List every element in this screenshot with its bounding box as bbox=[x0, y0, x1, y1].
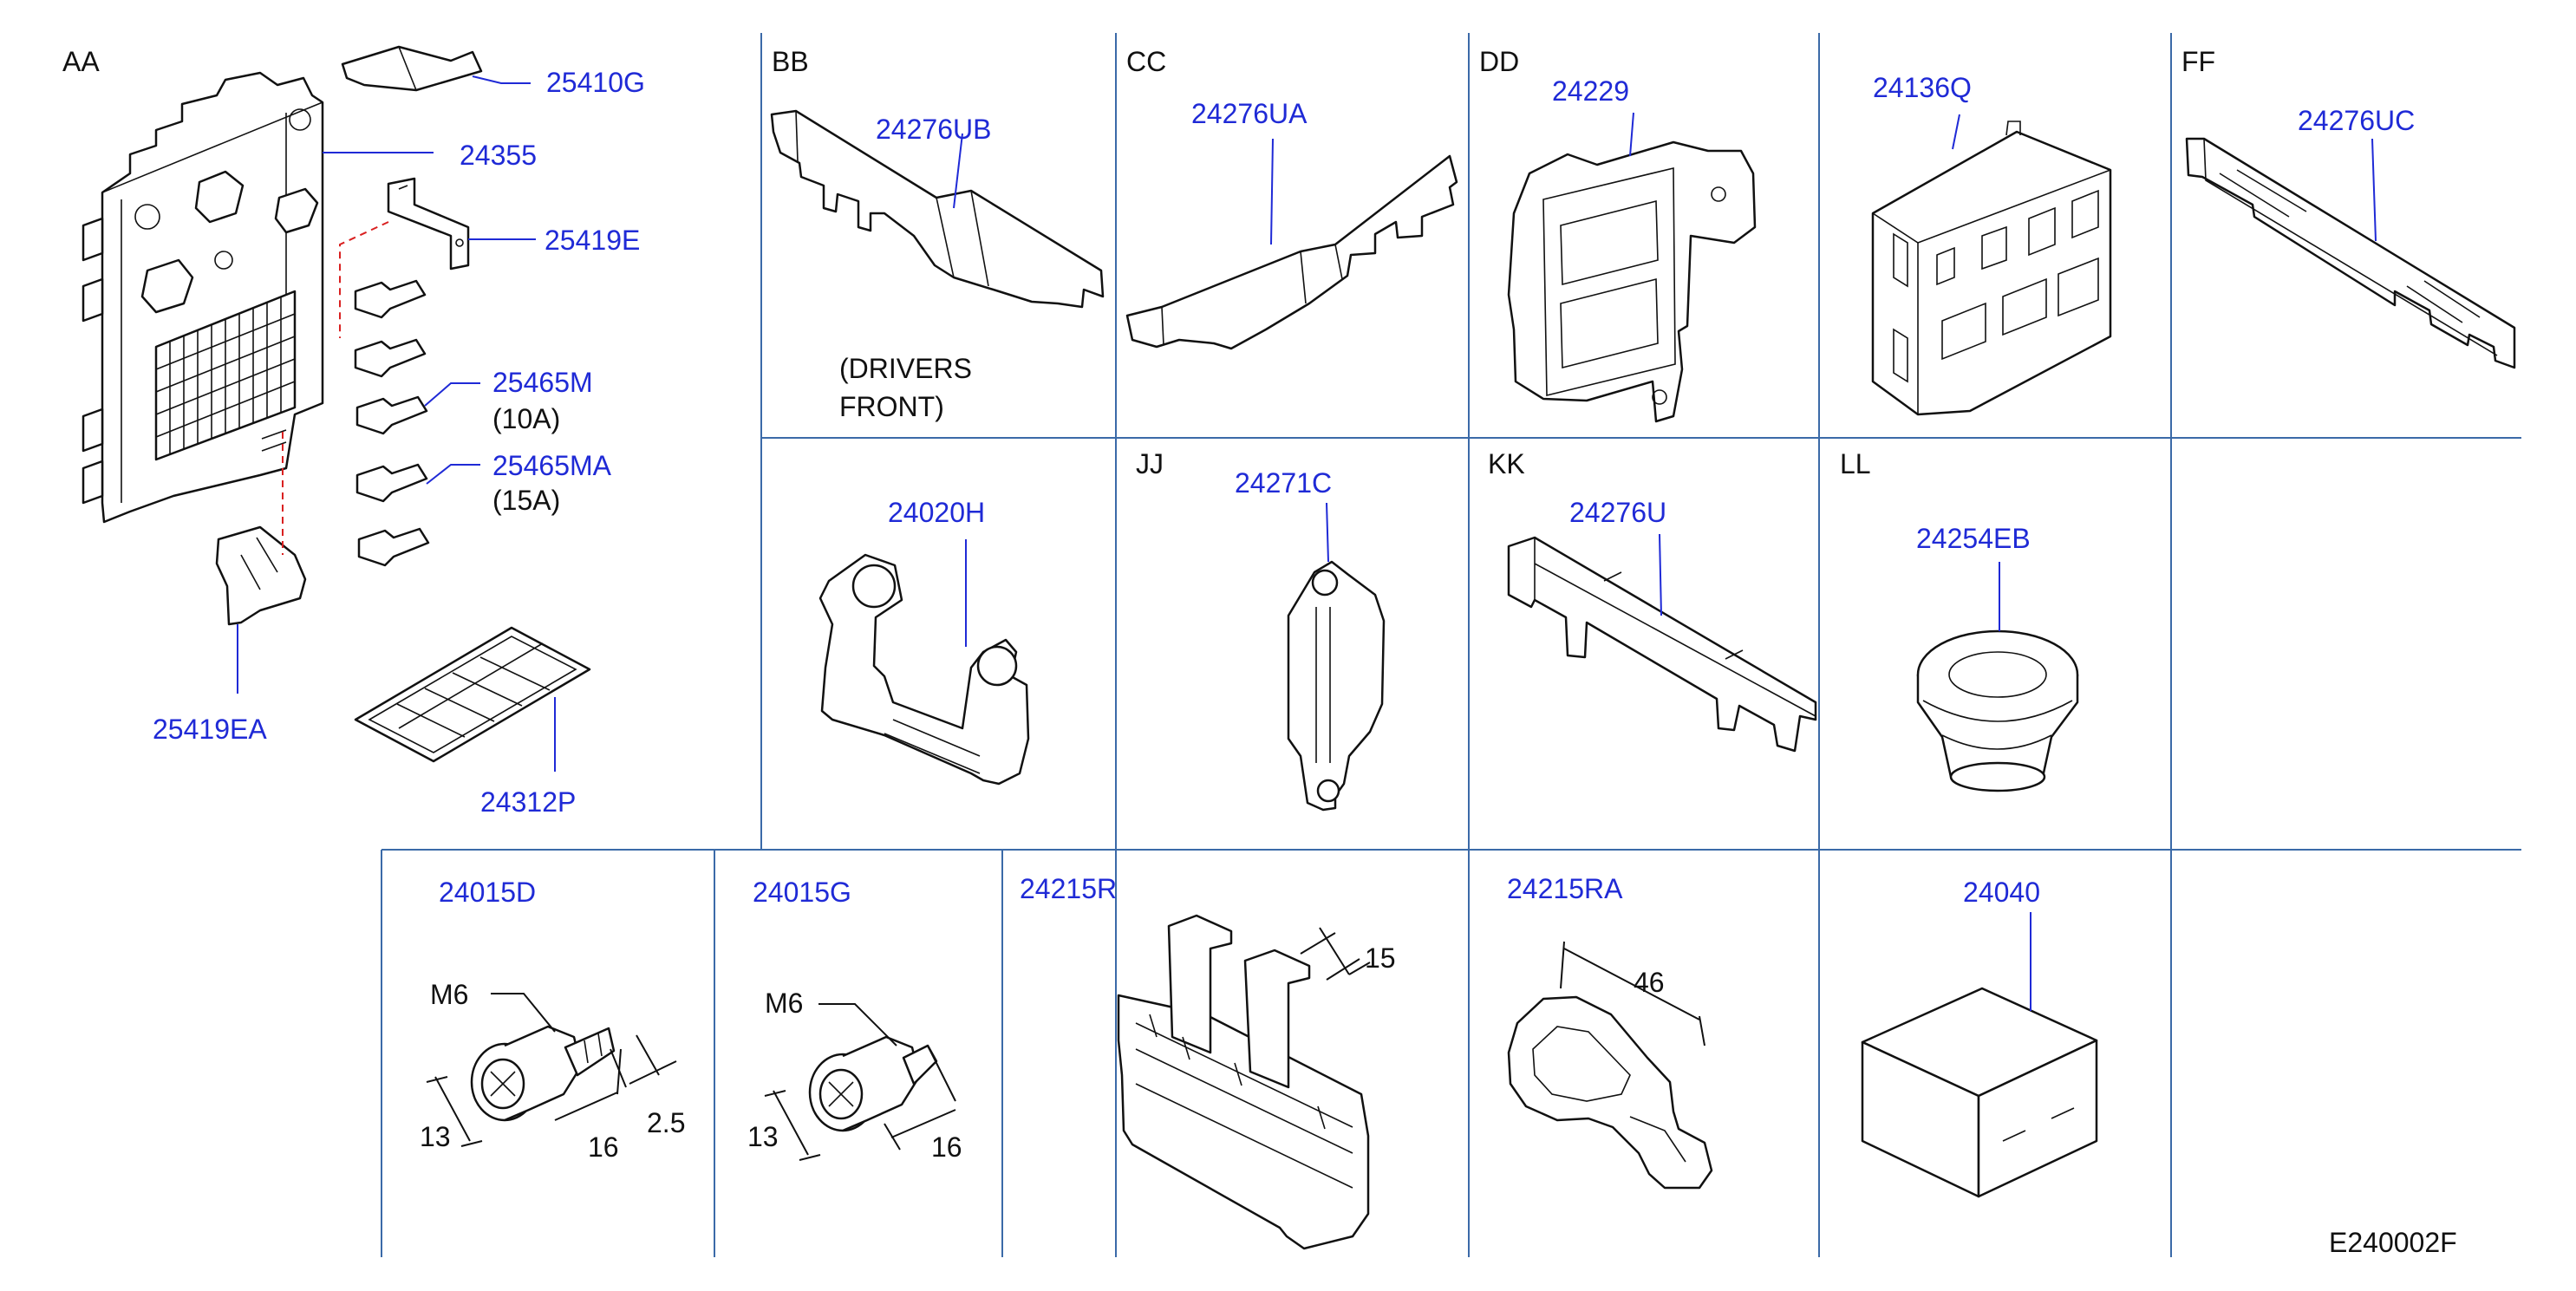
part-number-25410g[interactable]: 25410G bbox=[546, 67, 645, 98]
rating-10a: (10A) bbox=[492, 403, 560, 434]
note-front: FRONT) bbox=[839, 391, 944, 422]
harness-protector-24276u bbox=[1507, 536, 1817, 753]
part-number-25419ea[interactable]: 25419EA bbox=[153, 714, 267, 745]
rating-15a: (15A) bbox=[492, 485, 560, 516]
block-24040 bbox=[1861, 987, 2098, 1198]
bracket-24229 bbox=[1507, 140, 1757, 423]
part-number-24271c[interactable]: 24271C bbox=[1235, 467, 1332, 499]
clip-24215r bbox=[1117, 914, 1370, 1250]
bracket-25419ea bbox=[215, 525, 307, 626]
fuse-label-card-24312p bbox=[354, 626, 591, 763]
install-line-25419e bbox=[339, 221, 389, 338]
harness-protector-24276uc bbox=[2185, 137, 2516, 369]
bracket-25419e bbox=[387, 177, 470, 271]
section-label-cc: CC bbox=[1126, 46, 1166, 77]
bolt-24015d bbox=[470, 1025, 616, 1122]
part-number-24040[interactable]: 24040 bbox=[1963, 877, 2040, 908]
part-number-24276uc[interactable]: 24276UC bbox=[2298, 105, 2415, 136]
harness-bracket-24020h bbox=[818, 553, 1030, 786]
clip-24215ra bbox=[1507, 995, 1713, 1190]
dimension-head-24015g: 13 bbox=[747, 1121, 779, 1152]
harness-protector-24276ub bbox=[770, 109, 1105, 309]
dimension-shank-24015d: 2.5 bbox=[647, 1107, 685, 1138]
part-number-24020h[interactable]: 24020H bbox=[888, 497, 985, 528]
part-number-24215r[interactable]: 24215R bbox=[1020, 873, 1117, 904]
dimension-length-24015d: 16 bbox=[588, 1131, 619, 1163]
section-label-ll: LL bbox=[1840, 448, 1871, 479]
part-number-24229[interactable]: 24229 bbox=[1552, 75, 1629, 107]
section-label-bb: BB bbox=[772, 46, 809, 77]
grid-lines bbox=[381, 33, 2521, 1257]
part-number-24312p[interactable]: 24312P bbox=[480, 786, 576, 818]
dimension-thread-24015d: M6 bbox=[430, 979, 468, 1010]
part-number-24136q[interactable]: 24136Q bbox=[1873, 72, 1972, 103]
dimension-width-24215ra: 46 bbox=[1634, 967, 1665, 998]
part-number-24215ra[interactable]: 24215RA bbox=[1507, 873, 1623, 904]
part-number-24015d[interactable]: 24015D bbox=[439, 877, 536, 908]
clip-24271c bbox=[1287, 560, 1386, 812]
part-number-25419e[interactable]: 25419E bbox=[545, 225, 640, 256]
fuse-set bbox=[354, 279, 430, 567]
part-number-24355[interactable]: 24355 bbox=[460, 140, 537, 171]
section-label-dd: DD bbox=[1479, 46, 1519, 77]
dimension-thread-24015g: M6 bbox=[765, 988, 803, 1019]
section-label-ff: FF bbox=[2181, 46, 2215, 77]
note-drivers: (DRIVERS bbox=[839, 353, 972, 384]
dimension-head-24015d: 13 bbox=[420, 1121, 451, 1152]
fuse-block-drawing bbox=[82, 71, 324, 524]
bracket-25410g bbox=[341, 45, 483, 92]
part-number-24276u[interactable]: 24276U bbox=[1569, 497, 1666, 528]
section-label-aa: AA bbox=[62, 46, 100, 77]
dimension-length-24015g: 16 bbox=[931, 1131, 962, 1163]
dimension-width-24215r: 15 bbox=[1365, 942, 1396, 974]
part-number-24254eb[interactable]: 24254EB bbox=[1916, 523, 2031, 554]
grommet-24254eb bbox=[1916, 629, 2079, 792]
bolt-24015g bbox=[808, 1035, 938, 1132]
harness-protector-24276ua bbox=[1125, 154, 1458, 350]
part-number-25465ma[interactable]: 25465MA bbox=[492, 450, 612, 481]
section-label-kk: KK bbox=[1488, 448, 1525, 479]
part-number-25465m[interactable]: 25465M bbox=[492, 367, 593, 398]
part-number-24276ua[interactable]: 24276UA bbox=[1191, 98, 1308, 129]
part-number-24276ub[interactable]: 24276UB bbox=[876, 114, 991, 145]
control-unit-24136q bbox=[1871, 121, 2112, 416]
part-number-24015g[interactable]: 24015G bbox=[753, 877, 851, 908]
diagram-id: E240002F bbox=[2329, 1227, 2457, 1258]
section-label-jj: JJ bbox=[1136, 448, 1164, 479]
